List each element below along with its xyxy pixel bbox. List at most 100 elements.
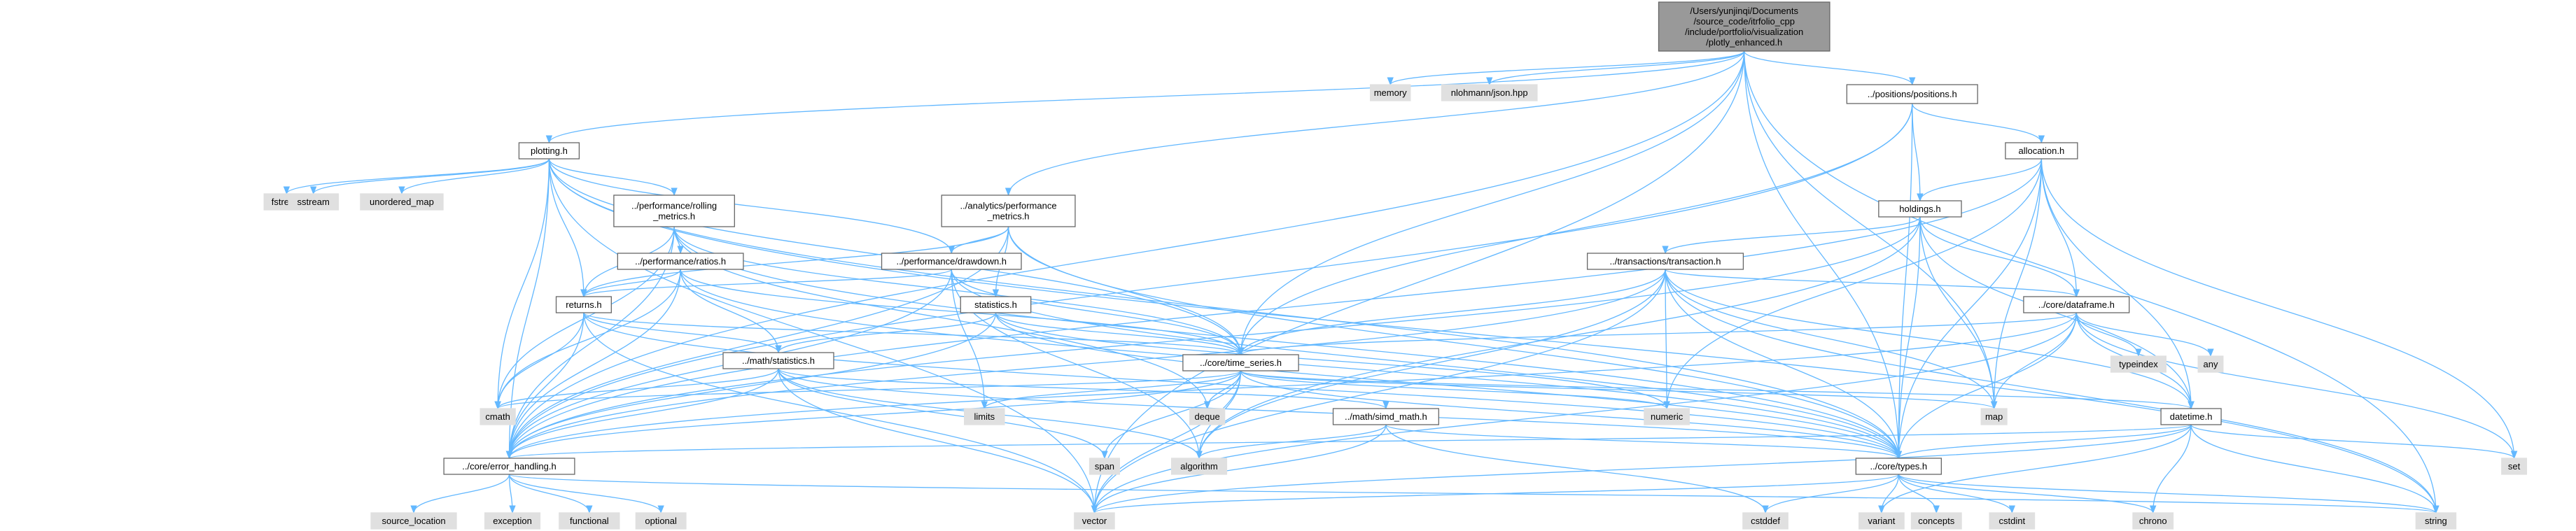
node-box [617, 253, 744, 270]
edge-transaction-h-to-error-handling-h [505, 269, 1666, 460]
node-box [722, 352, 834, 369]
node-set: set [2501, 458, 2528, 475]
node-label: deque [1195, 411, 1220, 422]
node-label: optional [645, 516, 677, 526]
node-label: typeindex [2119, 359, 2158, 369]
edge-rolling-metrics-h-to-types-h [673, 226, 1902, 460]
node-dataframe-h[interactable]: ../core/dataframe.h [2023, 296, 2130, 313]
node-statistics-h[interactable]: statistics.h [960, 296, 1032, 313]
node-sstream: sstream [288, 193, 340, 211]
dependency-nodes: /Users/yunjinqi/Documents/source_code/it… [263, 1, 2528, 530]
node-label: concepts [1918, 516, 1955, 526]
node-allocation-h[interactable]: allocation.h [2005, 142, 2078, 160]
node-label: /source_code/itrfolio_cpp [1693, 16, 1795, 27]
edge-root-to-map [1744, 50, 1998, 410]
node-plotting-h[interactable]: plotting.h [518, 142, 580, 160]
edge-ratios-h-to-math-statistics-h [680, 269, 782, 354]
edge-statistics-h-to-error-handling-h [505, 312, 997, 460]
edge-dataframe-h-to-map [1990, 312, 2077, 410]
node-map: map [1980, 408, 2008, 425]
edge-allocation-h-to-types-h [1895, 158, 2043, 460]
edge-ratios-h-to-cmath [494, 269, 681, 410]
edge-types-h-to-cstdint [1898, 474, 2015, 514]
node-source-location: source_location [370, 512, 457, 530]
node-types-h[interactable]: ../core/types.h [1855, 458, 1942, 475]
node-concepts: concepts [1910, 512, 1962, 530]
node-analytics-metrics-h[interactable]: ../analytics/performance_metrics.h [941, 194, 1076, 227]
node-deque: deque [1189, 408, 1226, 425]
edge-statistics-h-to-math-statistics-h [775, 312, 997, 354]
node-box [1910, 512, 1962, 530]
node-ratios-h[interactable]: ../performance/ratios.h [617, 253, 744, 270]
node-label: /Users/yunjinqi/Documents [1690, 6, 1798, 16]
node-label: ../performance/ratios.h [635, 256, 726, 267]
dependency-edges [283, 50, 2518, 514]
node-box [1644, 408, 1690, 425]
node-label: _metrics.h [652, 211, 695, 222]
edge-transaction-h-to-types-h [1665, 269, 1902, 460]
node-math-statistics-h[interactable]: ../math/statistics.h [722, 352, 834, 369]
edge-math-statistics-h-to-span [778, 368, 1108, 460]
node-datetime-h[interactable]: datetime.h [2160, 408, 2222, 425]
edge-holdings-h-to-algorithm [1196, 216, 1921, 460]
node-functional: functional [559, 512, 620, 530]
edge-ratios-h-to-returns-h [580, 269, 681, 298]
node-box [960, 296, 1032, 313]
edge-positions-h-to-time-series-h [1237, 103, 1913, 356]
edge-math-statistics-h-to-cmath [494, 368, 779, 410]
edge-returns-h-to-error-handling-h [505, 312, 584, 460]
edge-types-h-to-vector [1091, 474, 1899, 514]
edge-returns-h-to-types-h [583, 312, 1902, 460]
edge-analytics-metrics-h-to-time-series-h [1007, 226, 1245, 356]
node-transaction-h[interactable]: ../transactions/transaction.h [1586, 253, 1744, 270]
node-label: functional [570, 516, 609, 526]
node-box [613, 194, 735, 227]
node-label: plotting.h [531, 146, 568, 156]
edge-positions-h-to-allocation-h [1912, 103, 2045, 144]
edge-transaction-h-to-dataframe-h [1665, 269, 2080, 298]
edge-root-to-vector [1091, 50, 1745, 514]
edge-root-to-analytics-metrics-h [1004, 50, 1745, 197]
node-label: string [2425, 516, 2447, 526]
edge-simd-math-h-to-types-h [1385, 424, 1902, 460]
edge-root-to-string [1744, 50, 2440, 514]
node-holdings-h[interactable]: holdings.h [1878, 200, 1962, 218]
edge-transaction-h-to-vector [1091, 269, 1666, 514]
node-label: map [1985, 411, 2003, 422]
node-root[interactable]: /Users/yunjinqi/Documents/source_code/it… [1658, 1, 1830, 52]
node-any: any [2197, 355, 2224, 373]
edge-math-statistics-h-to-simd-math-h [778, 368, 1390, 410]
node-string: string [2415, 512, 2457, 530]
node-label: /include/portfolio/visualization [1685, 27, 1803, 37]
node-label: set [2508, 461, 2521, 472]
node-rolling-metrics-h[interactable]: ../performance/rolling_metrics.h [613, 194, 735, 227]
edge-types-h-to-cstddef [1762, 474, 1899, 514]
node-exception: exception [484, 512, 541, 530]
node-typeindex: typeindex [2110, 355, 2166, 373]
edge-rolling-metrics-h-to-time-series-h [673, 226, 1245, 356]
node-cstddef: cstddef [1742, 512, 1788, 530]
edge-plotting-h-to-returns-h [548, 158, 587, 298]
edge-transaction-h-to-string [1665, 269, 2440, 514]
node-returns-h[interactable]: returns.h [555, 296, 612, 313]
node-label: algorithm [1180, 461, 1217, 472]
edge-positions-h-to-types-h [1895, 103, 1913, 460]
node-time-series-h[interactable]: ../core/time_series.h [1182, 354, 1299, 371]
node-box [881, 253, 1022, 270]
node-vector: vector [1074, 512, 1115, 530]
node-error-handling-h[interactable]: ../core/error_handling.h [443, 458, 575, 475]
node-box [2501, 458, 2528, 475]
node-label: vector [1082, 516, 1107, 526]
node-label: ../math/simd_math.h [1345, 411, 1427, 422]
node-positions-h[interactable]: ../positions/positions.h [1846, 84, 1978, 104]
edge-analytics-metrics-h-to-returns-h [580, 226, 1009, 298]
edge-dataframe-h-to-types-h [1895, 312, 2077, 460]
edge-allocation-h-to-holdings-h [1917, 158, 2043, 202]
node-numeric: numeric [1644, 408, 1690, 425]
node-box [484, 512, 541, 530]
node-drawdown-h[interactable]: ../performance/drawdown.h [881, 253, 1022, 270]
node-label: ../core/time_series.h [1200, 357, 1282, 368]
node-simd-math-h[interactable]: ../math/simd_math.h [1332, 408, 1439, 425]
edge-plotting-h-to-string [548, 158, 2440, 514]
node-box [360, 193, 444, 211]
